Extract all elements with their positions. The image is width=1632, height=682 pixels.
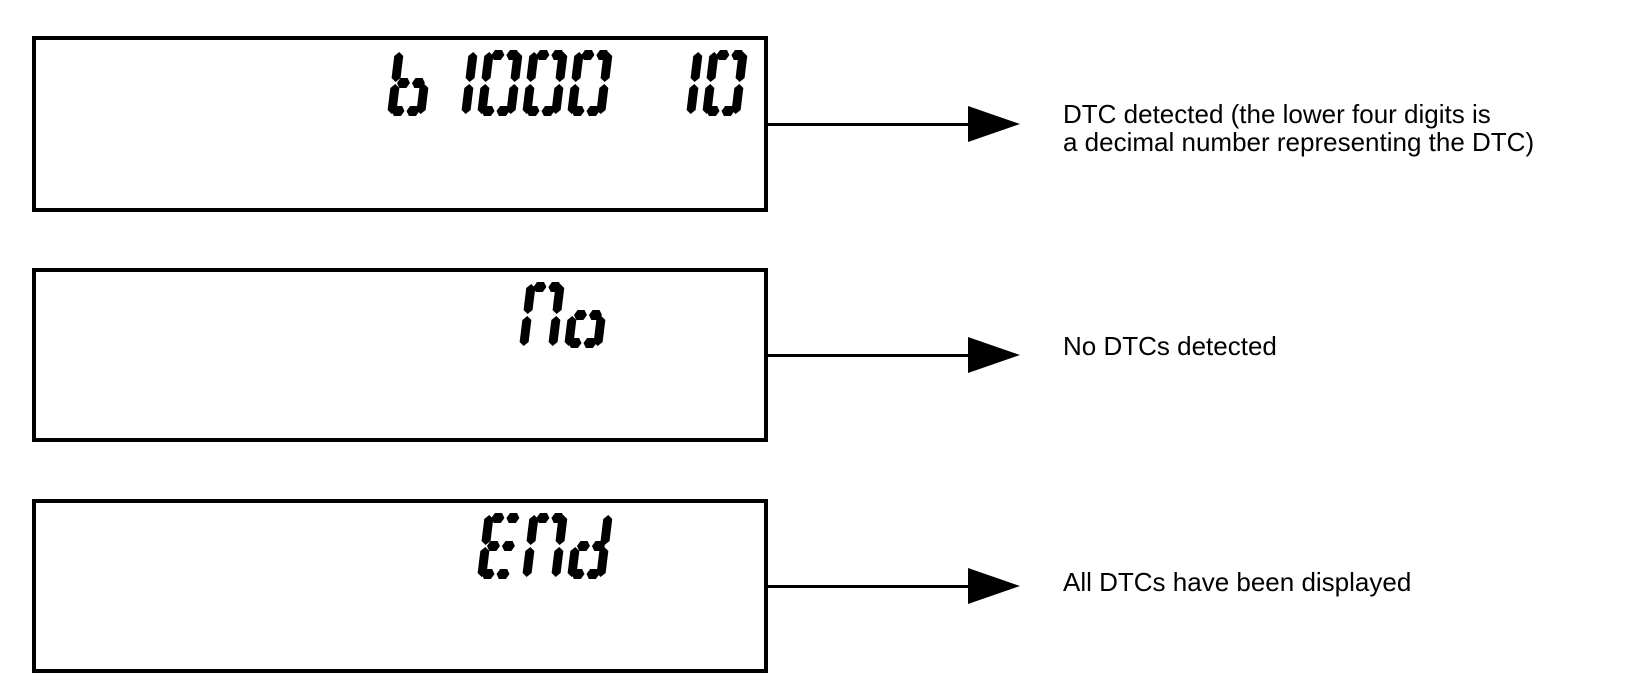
arrowhead-icon: [968, 337, 1020, 373]
callout-arrow-line: [768, 354, 968, 357]
callout-arrow-line: [768, 585, 968, 588]
seven-segment-readout: [477, 513, 613, 579]
callout-label: No DTCs detected: [1063, 331, 1277, 361]
arrowhead-icon: [968, 106, 1020, 142]
arrowhead-icon: [968, 568, 1020, 604]
callout-label: DTC detected (the lower four digits is a…: [1063, 99, 1535, 157]
lcd-panel-end: [32, 499, 768, 673]
seven-segment-readout: [387, 50, 748, 116]
seven-segment-readout: [519, 282, 606, 348]
callout-arrow-line: [768, 123, 968, 126]
callout-label: All DTCs have been displayed: [1063, 567, 1412, 597]
lcd-panel-no-dtc: [32, 268, 768, 442]
